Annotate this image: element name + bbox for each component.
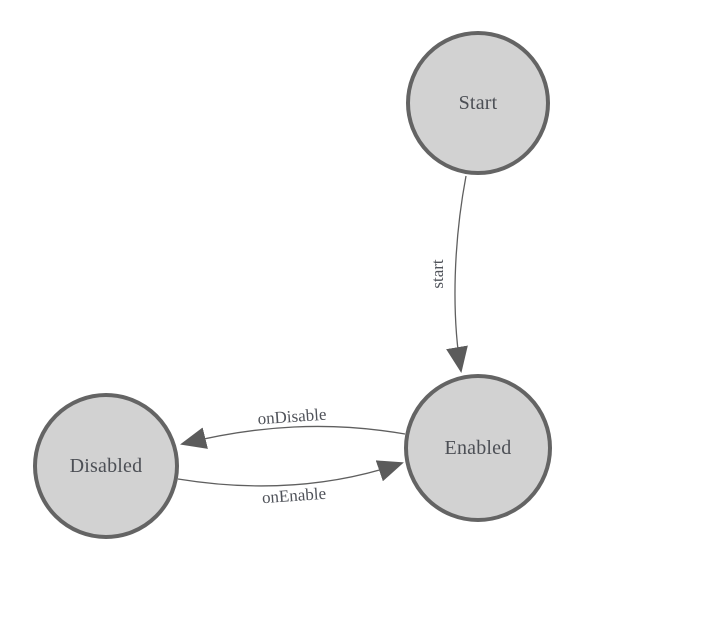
state-node-disabled-label: Disabled: [69, 454, 143, 477]
state-node-enabled[interactable]: Enabled: [404, 374, 552, 522]
edge-label-start: start: [428, 259, 447, 289]
state-node-disabled[interactable]: Disabled: [33, 393, 179, 539]
edge-start-to-enabled: [446, 175, 468, 373]
state-node-start[interactable]: Start: [406, 31, 550, 175]
state-node-enabled-label: Enabled: [444, 436, 512, 459]
state-node-start-label: Start: [458, 91, 498, 114]
edge-enabled-to-disabled: [180, 425, 406, 449]
edge-disabled-to-enabled: [177, 460, 404, 487]
